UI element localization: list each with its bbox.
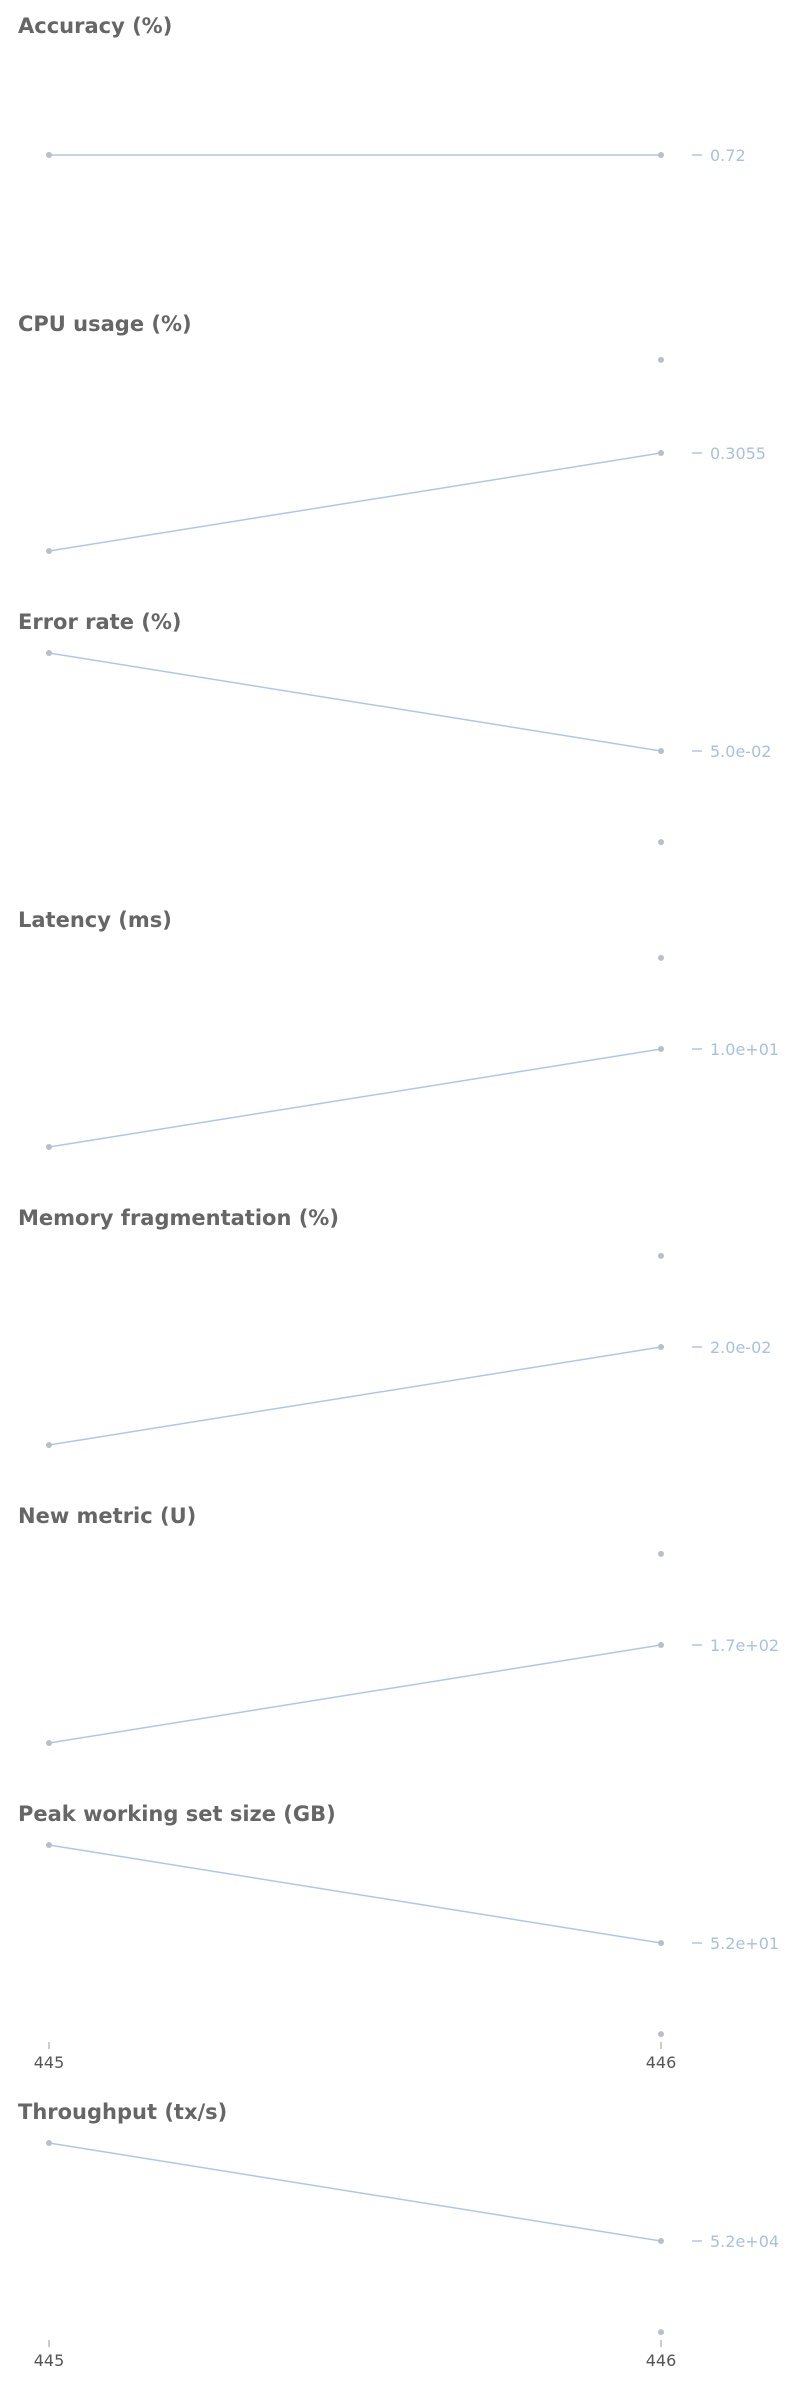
marker-dot xyxy=(658,2329,664,2336)
chart-title: New metric (U) xyxy=(18,1504,197,1528)
chart-plot: 1.7e+02 xyxy=(46,1550,779,1746)
marker-dot xyxy=(658,839,664,846)
chart-title: CPU usage (%) xyxy=(18,312,192,336)
chart-plot: 5.2e+01 445 446 xyxy=(34,1842,779,2072)
marker-dot xyxy=(658,2031,664,2038)
series-line xyxy=(48,1644,662,1744)
chart-title: Error rate (%) xyxy=(18,610,182,634)
value-label: 5.2e+01 xyxy=(710,1934,779,1953)
chart-panel: 1.0e+01 Latency (ms) xyxy=(0,894,800,1192)
data-point xyxy=(46,1842,52,1848)
series-line xyxy=(48,1844,662,1944)
x-tick-label: 446 xyxy=(646,2053,677,2072)
data-point xyxy=(46,1442,52,1448)
chart-panel: 5.2e+04 445 446 Throughput (tx/s) xyxy=(0,2086,800,2384)
series-line xyxy=(48,652,662,752)
series-line xyxy=(48,1048,662,1148)
chart-panel: 0.72 Accuracy (%) xyxy=(0,0,800,298)
chart-title: Accuracy (%) xyxy=(18,14,173,38)
chart-title: Latency (ms) xyxy=(18,908,172,932)
chart-title: Peak working set size (GB) xyxy=(18,1802,336,1826)
x-tick-label: 446 xyxy=(646,2351,677,2370)
chart-panel: 2.0e-02 Memory fragmentation (%) xyxy=(0,1192,800,1490)
value-label: 1.7e+02 xyxy=(710,1636,779,1655)
data-point xyxy=(46,650,52,656)
series-line xyxy=(48,2142,662,2242)
chart-panel: 5.0e-02 Error rate (%) xyxy=(0,596,800,894)
chart-plot: 5.2e+04 445 446 xyxy=(34,2140,779,2370)
series-line xyxy=(48,1346,662,1446)
value-label: 0.72 xyxy=(710,146,746,165)
data-point xyxy=(658,2238,664,2244)
value-label: 2.0e-02 xyxy=(710,1338,771,1357)
chart-plot: 0.72 xyxy=(46,146,746,165)
data-point xyxy=(46,1740,52,1746)
chart-panel: 5.2e+01 445 446 Peak working set size (GB) xyxy=(0,1788,800,2086)
data-point xyxy=(658,748,664,754)
data-point xyxy=(658,152,664,158)
marker-dot xyxy=(658,954,664,961)
data-point xyxy=(658,1940,664,1946)
series-line xyxy=(48,452,662,552)
marker-dot xyxy=(658,356,664,363)
chart-plot: 1.0e+01 xyxy=(46,954,779,1150)
x-tick-label: 445 xyxy=(34,2351,65,2370)
chart-panel: 1.7e+02 New metric (U) xyxy=(0,1490,800,1788)
chart-panel: 0.3055 CPU usage (%) xyxy=(0,298,800,596)
data-point xyxy=(658,1344,664,1350)
chart-plot: 5.0e-02 xyxy=(46,650,771,846)
value-label: 5.2e+04 xyxy=(710,2232,779,2251)
x-tick-label: 445 xyxy=(34,2053,65,2072)
data-point xyxy=(658,450,664,456)
data-point xyxy=(46,152,52,158)
data-point xyxy=(46,1144,52,1150)
chart-title: Memory fragmentation (%) xyxy=(18,1206,339,1230)
chart-plot: 2.0e-02 xyxy=(46,1252,771,1448)
data-point xyxy=(46,548,52,554)
data-point xyxy=(658,1642,664,1648)
value-label: 0.3055 xyxy=(710,444,766,463)
chart-title: Throughput (tx/s) xyxy=(18,2100,228,2124)
value-label: 5.0e-02 xyxy=(710,742,771,761)
value-label: 1.0e+01 xyxy=(710,1040,779,1059)
data-point xyxy=(658,1046,664,1052)
chart-plot: 0.3055 xyxy=(46,356,766,554)
data-point xyxy=(46,2140,52,2146)
marker-dot xyxy=(658,1252,664,1259)
marker-dot xyxy=(658,1550,664,1557)
